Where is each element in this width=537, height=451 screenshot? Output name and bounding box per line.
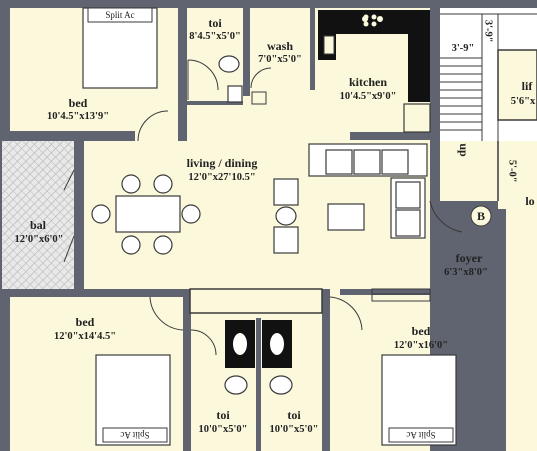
room-name-foyer: foyer bbox=[455, 251, 483, 265]
stair-dim-low: 5'-0" bbox=[506, 159, 518, 183]
room-name-wash: wash bbox=[266, 39, 293, 53]
room-dim-wash: 7'0"x5'0" bbox=[258, 54, 302, 65]
toilet-wc-top bbox=[218, 55, 240, 73]
balcony-doors bbox=[63, 169, 75, 263]
foyer-door bbox=[429, 200, 492, 233]
room-dim-toi-top: 8'4.5"x5'0" bbox=[189, 31, 241, 42]
stair-dim-mid: 3'-9" bbox=[451, 43, 475, 54]
room-name-bed-br: bed bbox=[411, 324, 431, 338]
split-ac-label-tl: Split Ac bbox=[105, 10, 135, 20]
interior-walls bbox=[10, 8, 506, 451]
room-name-bed-bl: bed bbox=[75, 315, 95, 329]
sofa bbox=[308, 143, 428, 239]
stove-icon bbox=[363, 14, 377, 27]
lobby-area bbox=[440, 141, 537, 201]
foyer-b-marker: B bbox=[476, 209, 485, 223]
lift-dim: 5'6"x bbox=[510, 96, 536, 107]
lift-shaft bbox=[497, 49, 537, 121]
room-name-toi-top: toi bbox=[208, 16, 222, 30]
basin-top bbox=[227, 85, 243, 103]
balcony-hatch-overlay bbox=[2, 141, 76, 289]
split-ac-label-br: Split Ac bbox=[406, 430, 436, 440]
dining-set bbox=[91, 174, 201, 255]
room-dim-bed-bl: 12'0"x14'4.5" bbox=[53, 331, 117, 342]
split-ac-label-bl: Split Ac bbox=[120, 430, 150, 440]
shoe-cabinet bbox=[371, 288, 431, 302]
room-dim-toi-bl: 10'0"x5'0" bbox=[198, 424, 248, 435]
coffee-table bbox=[327, 203, 365, 231]
split-ac-bl bbox=[102, 427, 168, 443]
room-dim-bed-br: 12'0"x16'0" bbox=[393, 340, 449, 351]
room-name-toi-br: toi bbox=[287, 408, 301, 422]
room-name-toi-bl: toi bbox=[216, 408, 230, 422]
room-name-kitchen: kitchen bbox=[348, 75, 387, 89]
room-dim-bed-tl: 10'4.5"x13'9" bbox=[46, 111, 110, 122]
split-ac-br bbox=[388, 427, 454, 443]
room-name-bal: bal bbox=[29, 218, 46, 232]
room-dim-bal: 12'0"x6'0" bbox=[14, 234, 64, 245]
stair-dim-top: 3'-9" bbox=[482, 19, 494, 43]
door-arc-toilet-top bbox=[137, 59, 272, 142]
room-dim-toi-br: 10'0"x5'0" bbox=[269, 424, 319, 435]
bottom-toilets bbox=[224, 320, 293, 395]
wardrobe bbox=[189, 288, 323, 314]
room-name-living: living / dining bbox=[186, 156, 258, 170]
door-arcs-bottom bbox=[149, 296, 363, 356]
stair-up-label: up bbox=[457, 143, 471, 157]
room-dim-kitchen: 10'4.5"x9'0" bbox=[339, 91, 397, 102]
armchairs bbox=[273, 178, 299, 254]
kitchen-counter bbox=[318, 10, 431, 133]
split-ac-tl bbox=[87, 7, 153, 23]
lobby-label: lo bbox=[525, 194, 535, 208]
wash-basin bbox=[251, 91, 267, 105]
room-name-bed-tl: bed bbox=[68, 96, 88, 110]
room-dim-foyer: 6'3"x8'0" bbox=[444, 267, 488, 278]
room-dim-living: 12'0"x27'10.5" bbox=[188, 172, 256, 183]
lift-label: lif bbox=[521, 79, 533, 93]
